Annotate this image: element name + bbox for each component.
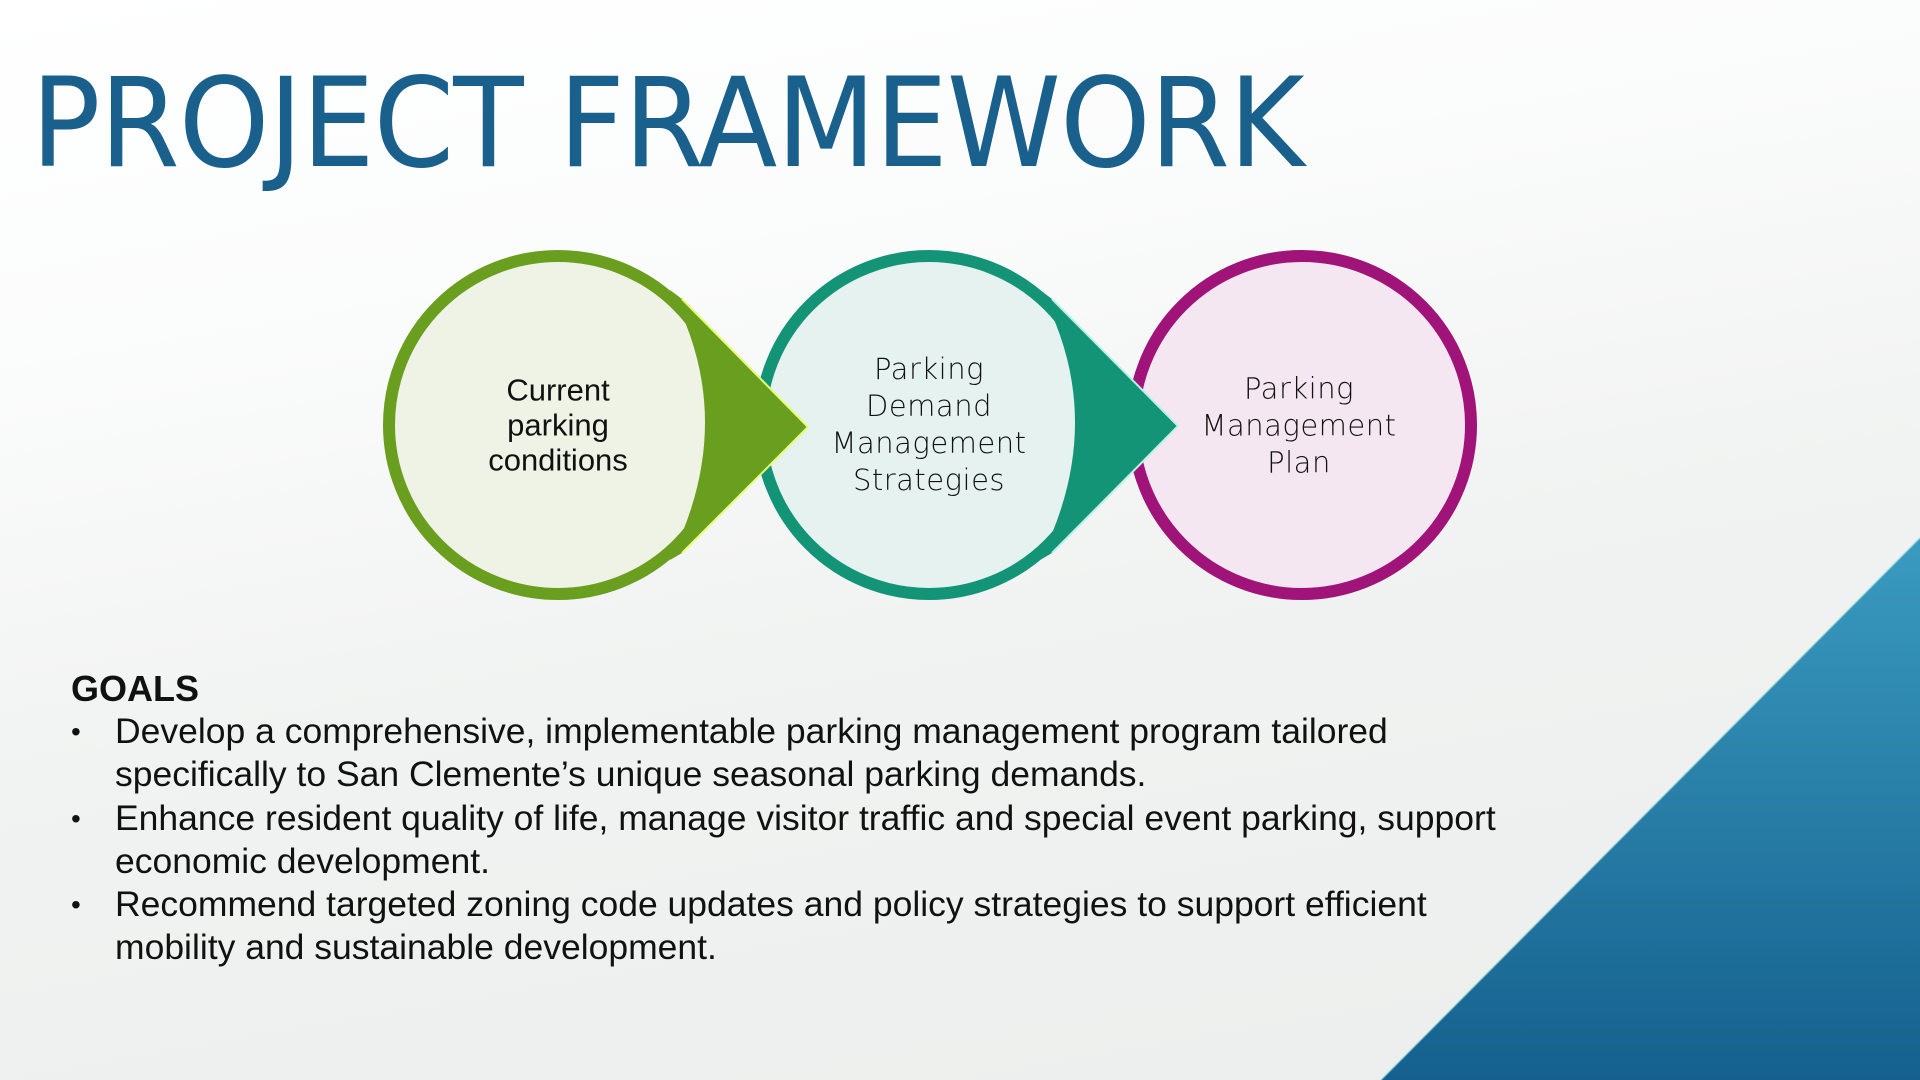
node-label-line: conditions — [488, 442, 628, 478]
node-label-line: Management — [831, 426, 1027, 460]
node-label-parking-demand-strategies: Parking Demand Management Strategies — [831, 351, 1026, 499]
bullet-icon: • — [71, 716, 81, 747]
goal-text-line: mobility and sustainable development. — [115, 927, 717, 968]
node-label-line: parking — [507, 407, 609, 443]
goal-text-line: Develop a comprehensive, implementable p… — [115, 711, 1388, 751]
goal-item: • Develop a comprehensive, implementable… — [71, 710, 1555, 797]
node-label-line: Parking — [1243, 371, 1354, 406]
page-title: PROJECT FRAMEWORK — [31, 52, 1305, 196]
goal-text-line: Recommend targeted zoning code updates a… — [115, 884, 1427, 925]
bullet-icon: • — [71, 802, 81, 834]
node-label-line: Management — [1201, 408, 1397, 443]
node-label-line: Demand — [866, 389, 992, 423]
goal-item: • Enhance resident quality of life, mana… — [71, 797, 1555, 884]
goals-list: • Develop a comprehensive, implementable… — [71, 710, 1571, 970]
node-label-parking-management-plan: Parking Management Plan — [1201, 371, 1396, 482]
node-current-parking-conditions — [383, 250, 809, 600]
goal-text-line: Enhance resident quality of life, manage… — [115, 797, 1496, 838]
node-label-current-parking-conditions: Current parking conditions — [488, 373, 628, 478]
goal-text-line: specifically to San Clemente’s unique se… — [115, 754, 1147, 795]
goal-item: • Recommend targeted zoning code updates… — [71, 883, 1555, 970]
bullet-icon: • — [71, 889, 81, 921]
node-label-line: Parking — [873, 352, 984, 386]
node-label-line: Plan — [1267, 445, 1331, 480]
goal-text-line: economic development. — [115, 840, 490, 881]
goals-section: GOALS • Develop a comprehensive, impleme… — [71, 668, 1571, 970]
goals-heading: GOALS — [71, 668, 200, 709]
node-label-line: Current — [506, 372, 610, 408]
node-label-line: Strategies — [852, 463, 1006, 497]
